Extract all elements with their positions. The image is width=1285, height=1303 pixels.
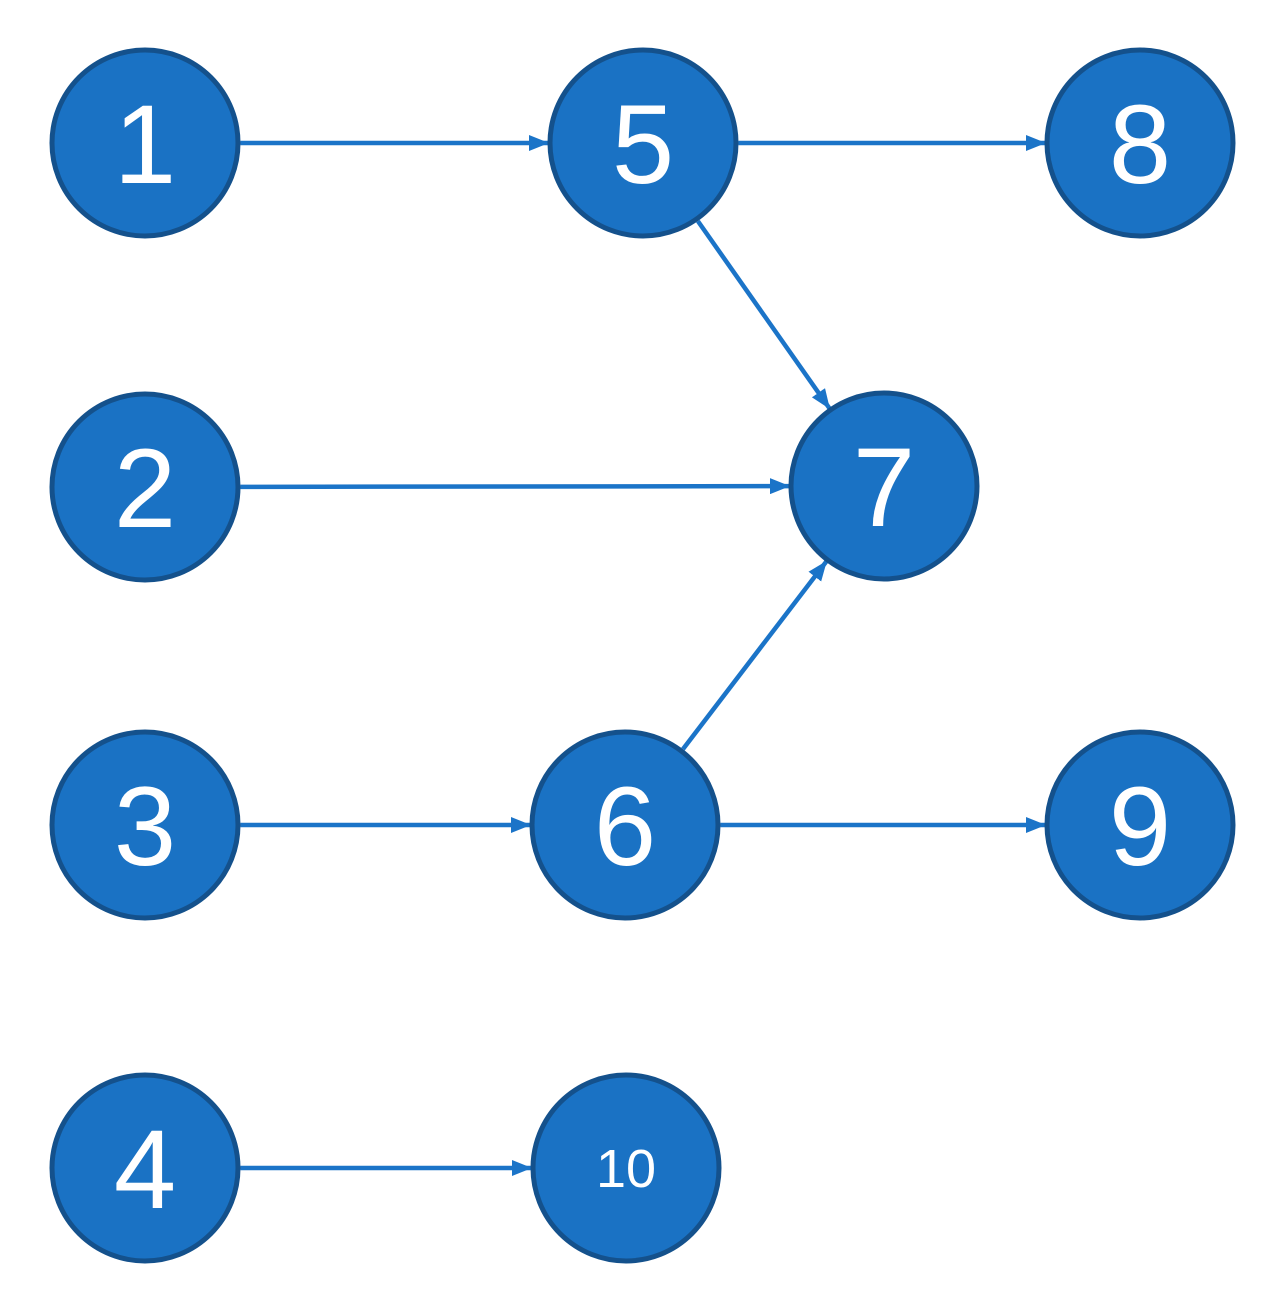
node-5: 5 <box>547 47 739 239</box>
edge-2-7 <box>240 478 791 495</box>
node-4-circle <box>49 1072 241 1264</box>
node-2-circle <box>49 391 241 583</box>
node-1-label: 1 <box>114 82 176 207</box>
node-10-circle <box>530 1072 722 1264</box>
edge-6-7 <box>681 560 829 751</box>
node-1-circle <box>49 47 241 239</box>
node-8-label: 8 <box>1109 82 1171 207</box>
node-10-label: 10 <box>596 1139 656 1199</box>
node-8: 8 <box>1044 47 1236 239</box>
node-3-circle <box>49 729 241 921</box>
node-9: 9 <box>1044 729 1236 921</box>
node-4: 4 <box>49 1072 241 1264</box>
node-6: 6 <box>529 729 721 921</box>
node-6-label: 6 <box>594 764 656 889</box>
node-1: 1 <box>49 47 241 239</box>
node-9-circle <box>1044 729 1236 921</box>
node-2-label: 2 <box>114 426 176 551</box>
node-6-circle <box>529 729 721 921</box>
node-10: 10 <box>530 1072 722 1264</box>
node-5-label: 5 <box>612 82 674 207</box>
node-3: 3 <box>49 729 241 921</box>
node-7-circle <box>788 390 980 582</box>
node-9-label: 9 <box>1109 764 1171 889</box>
node-8-circle <box>1044 47 1236 239</box>
node-7-label: 7 <box>853 425 915 550</box>
node-5-circle <box>547 47 739 239</box>
edge-5-7 <box>696 219 832 410</box>
node-4-label: 4 <box>114 1107 176 1232</box>
node-7: 7 <box>788 390 980 582</box>
node-2: 2 <box>49 391 241 583</box>
node-3-label: 3 <box>114 764 176 889</box>
